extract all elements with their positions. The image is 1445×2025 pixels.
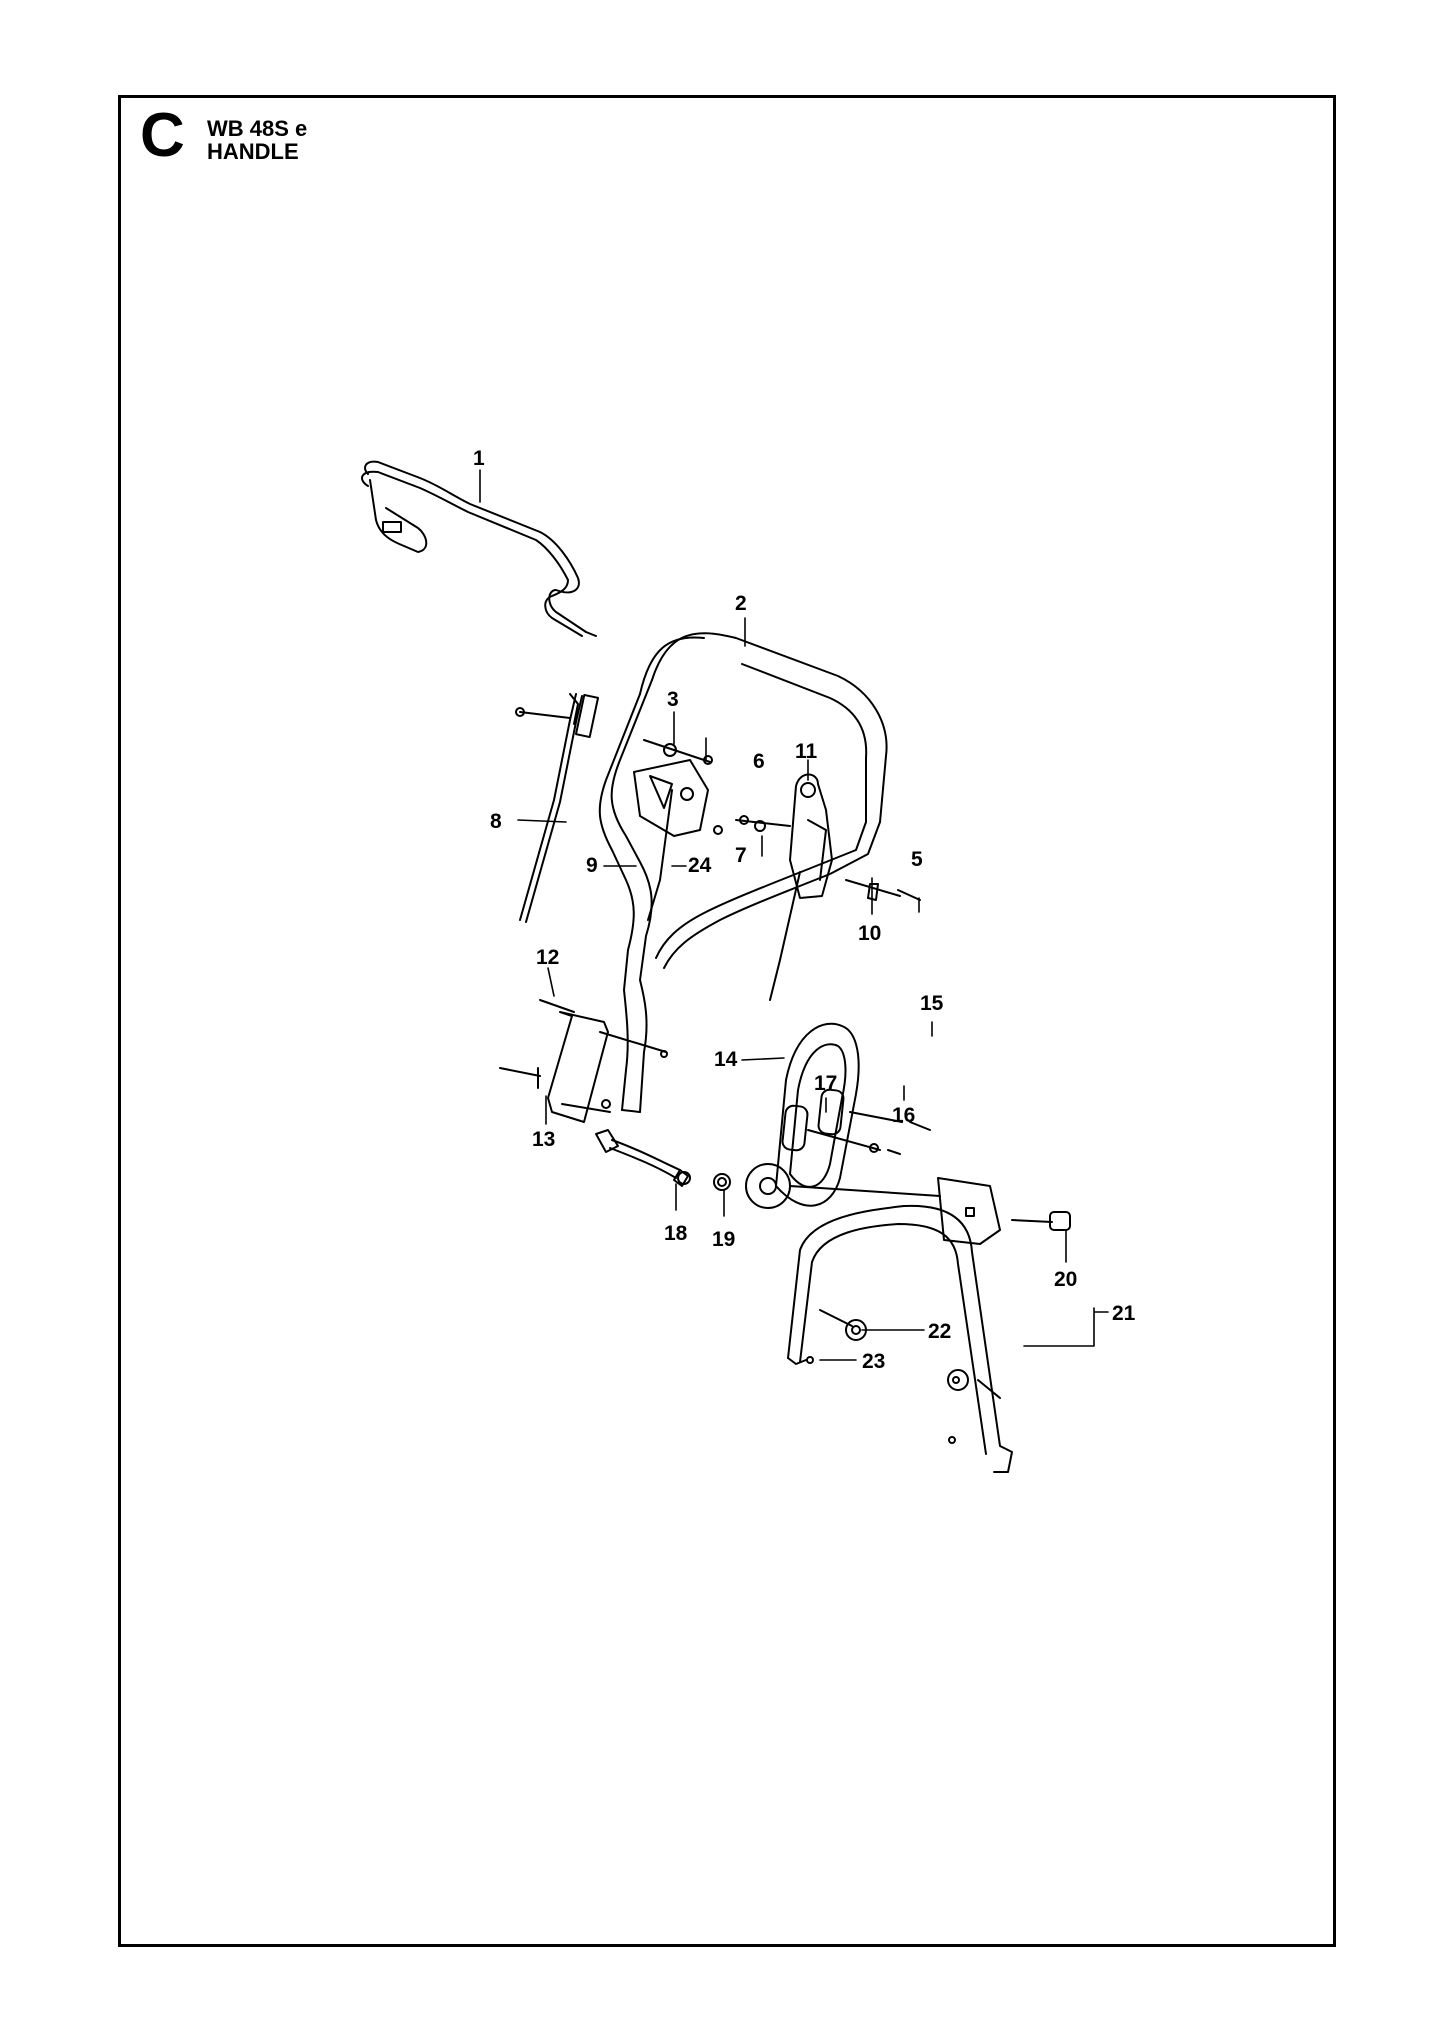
callout-21: 21 bbox=[1112, 1302, 1136, 1325]
section-letter: C bbox=[140, 101, 185, 170]
model-name: WB 48S e bbox=[207, 116, 308, 141]
callout-22: 22 bbox=[928, 1320, 951, 1343]
callout-14: 14 bbox=[714, 1048, 738, 1071]
callout-10: 10 bbox=[858, 922, 881, 945]
page-frame bbox=[118, 95, 1336, 1947]
part-22-nut bbox=[819, 1309, 867, 1341]
leader-lines bbox=[479, 469, 1109, 1361]
part-14-loop-bracket bbox=[775, 1022, 931, 1207]
callout-11: 11 bbox=[795, 740, 818, 763]
callout-20: 20 bbox=[1054, 1268, 1077, 1291]
callout-9: 9 bbox=[586, 854, 598, 877]
part-23-washer bbox=[806, 1356, 1001, 1444]
diagram-title: WB 48S e HANDLE bbox=[207, 117, 307, 163]
callout-2: 2 bbox=[735, 592, 747, 615]
callout-labels: 1 2 3 5 6 7 8 9 24 11 12 10 13 14 15 16 … bbox=[473, 447, 1136, 1373]
part-8-cable bbox=[515, 693, 600, 923]
callout-12: 12 bbox=[536, 946, 559, 969]
callout-6: 6 bbox=[753, 750, 765, 773]
callout-23: 23 bbox=[862, 1350, 885, 1373]
callout-18: 18 bbox=[664, 1222, 688, 1245]
part-19-washer bbox=[713, 1173, 731, 1191]
callout-17: 17 bbox=[814, 1072, 837, 1095]
callout-16: 16 bbox=[892, 1104, 915, 1127]
callout-15: 15 bbox=[920, 992, 944, 1015]
callout-1: 1 bbox=[473, 447, 485, 470]
callout-13: 13 bbox=[532, 1128, 555, 1151]
part-20-bolt bbox=[1011, 1211, 1071, 1231]
part-13-cover bbox=[499, 999, 668, 1123]
callout-5: 5 bbox=[911, 848, 923, 871]
part-1-bail bbox=[361, 460, 597, 637]
callout-8: 8 bbox=[490, 810, 502, 833]
callout-7: 7 bbox=[735, 844, 747, 867]
part-9-lever-bracket bbox=[633, 739, 723, 837]
callout-3: 3 bbox=[667, 688, 679, 711]
callout-19: 19 bbox=[712, 1228, 735, 1251]
part-pivot-disc bbox=[745, 1163, 941, 1209]
part-21-lower-handle bbox=[787, 1177, 1013, 1473]
part-24-cable bbox=[647, 789, 801, 1001]
part-2-upper-handle bbox=[598, 632, 888, 1113]
part-11-right-lever bbox=[735, 773, 921, 901]
part-18-cable-end bbox=[595, 1129, 691, 1187]
section-name: HANDLE bbox=[207, 139, 299, 164]
callout-24: 24 bbox=[688, 854, 712, 877]
